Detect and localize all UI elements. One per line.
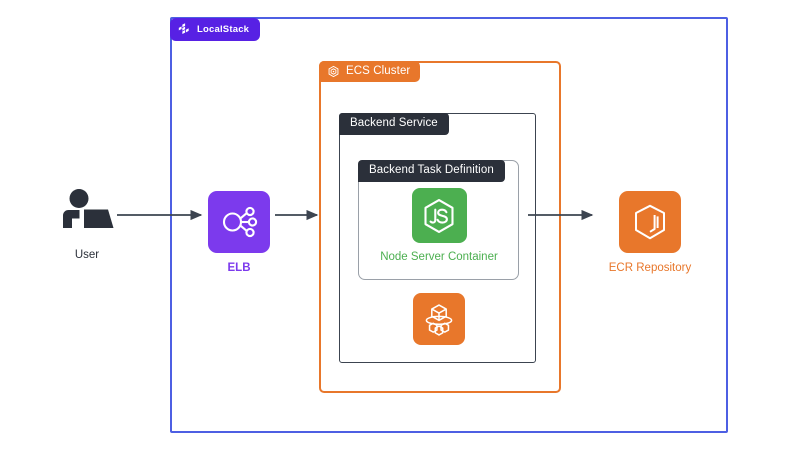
node-elb: ELB bbox=[206, 191, 272, 275]
nodejs-icon-wrap bbox=[411, 188, 467, 243]
ecs-cluster-boundary bbox=[319, 61, 561, 393]
node-elb-label: ELB bbox=[227, 262, 251, 274]
node-ecr-label: ECR Repository bbox=[608, 262, 692, 274]
localstack-logo-icon bbox=[178, 23, 189, 35]
ecs-task-cube-icon-wrap bbox=[413, 293, 465, 345]
ecr-repository-cube-icon bbox=[635, 204, 665, 240]
nodejs-icon bbox=[424, 198, 454, 233]
localstack-boundary-label: LocalStack bbox=[197, 23, 250, 35]
elastic-load-balancer-icon bbox=[222, 206, 258, 238]
user-laptop-icon bbox=[63, 189, 114, 228]
backend-service-boundary-tag: Backend Service bbox=[339, 113, 449, 135]
node-node-server: Node Server Container bbox=[380, 188, 498, 264]
backend-task-definition-boundary-label: Backend Task Definition bbox=[369, 164, 494, 176]
elastic-load-balancer-icon-wrap bbox=[208, 191, 270, 253]
user-laptop-icon-wrap bbox=[58, 188, 116, 236]
node-ecs-task bbox=[413, 293, 465, 345]
localstack-boundary-tag: LocalStack bbox=[170, 18, 261, 41]
localstack-boundary bbox=[170, 17, 728, 433]
ecs-cluster-boundary-label: ECS Cluster bbox=[346, 64, 411, 77]
ecs-task-cube-icon bbox=[425, 304, 453, 336]
ecs-hexagon-icon bbox=[328, 65, 339, 78]
backend-service-boundary-label: Backend Service bbox=[350, 117, 438, 129]
ecs-cluster-boundary-tag: ECS Cluster bbox=[319, 61, 421, 82]
backend-task-definition-boundary-tag: Backend Task Definition bbox=[358, 160, 505, 182]
node-user-label: User bbox=[74, 249, 100, 261]
node-user: User bbox=[43, 188, 131, 262]
node-node-server-label: Node Server Container bbox=[380, 251, 498, 263]
ecr-repository-cube-icon-wrap bbox=[619, 191, 681, 253]
node-ecr: ECR Repository bbox=[595, 191, 705, 275]
